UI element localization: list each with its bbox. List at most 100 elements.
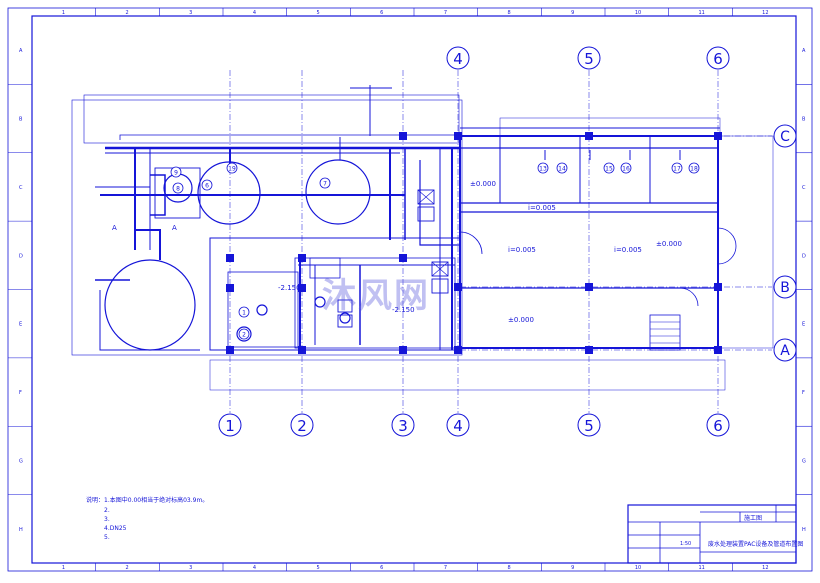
filter-x2: [417, 189, 435, 205]
border-col-label: 3: [189, 10, 192, 16]
equipment-tag: [537, 162, 549, 174]
filter-6: [337, 314, 353, 328]
equipment-tag: [603, 162, 615, 174]
column: [454, 346, 462, 354]
title-block-frame: [627, 504, 797, 564]
level-pit-1: -2.150: [278, 284, 301, 292]
column: [226, 254, 234, 262]
border-row-label: D: [802, 253, 806, 259]
column: [399, 254, 407, 262]
border-col-label: 6: [380, 10, 383, 16]
border-col-label: 7: [444, 565, 447, 571]
general-notes: 说明：1.本图中0.00相当于绝对标高03.9m。 2. 3. 4.DN25 5…: [86, 496, 208, 541]
pump-15: [339, 312, 351, 324]
equipment-tag: [172, 182, 184, 194]
border-col-label: 11: [699, 10, 705, 16]
branch-8: [544, 150, 681, 160]
axis-label-top-6: 6: [713, 50, 723, 68]
equipment-tag: [671, 162, 683, 174]
structural-columns: [226, 132, 722, 354]
door-swing-3: [679, 287, 699, 307]
tb-scale: 1:50: [680, 541, 691, 547]
door-swing-2: [717, 245, 737, 265]
border-row-label: G: [19, 458, 23, 464]
border-col-label: 3: [189, 565, 192, 571]
border-row-label: E: [802, 322, 805, 328]
border-col-label: 6: [380, 565, 383, 571]
border-col-label: 12: [762, 10, 768, 16]
border-row-label: B: [802, 117, 806, 123]
axis-label-top-5: 5: [584, 50, 594, 68]
door-swing-1: [717, 227, 737, 247]
equipment-tag: [226, 162, 238, 174]
axis-bubble-bottom-2: [290, 413, 314, 437]
axis-label-bottom-1: 1: [225, 417, 235, 435]
column: [585, 132, 593, 140]
equipment-tag-label: 9: [174, 170, 178, 177]
door-swing-4: [459, 231, 483, 255]
pump-13: [256, 304, 268, 316]
level-middle: ±0.000: [656, 240, 682, 248]
border-col-label: 2: [126, 10, 129, 16]
pump-room: [294, 257, 456, 349]
level-south: ±0.000: [508, 316, 534, 324]
border-row-label: B: [19, 117, 23, 123]
note-3: 3.: [104, 516, 110, 523]
equipment-tag-label: 6: [205, 183, 209, 190]
column: [714, 346, 722, 354]
column: [585, 346, 593, 354]
equipment-tag: [201, 179, 213, 191]
equipment-tag-label: 8: [176, 186, 180, 193]
border-row-label: C: [802, 185, 806, 191]
note-5: 5.: [104, 534, 110, 541]
apron: [209, 359, 726, 391]
title-block-text: 施工图 废水处理装置PAC设备及管道布置图 1:50: [680, 514, 803, 548]
notes-heading: 说明：1.本图中0.00相当于绝对标高03.9m。: [86, 496, 208, 504]
axis-label-bottom-5: 5: [584, 417, 594, 435]
east-strip: [717, 135, 774, 349]
equipment-tag: [688, 162, 700, 174]
axis-bubble-bottom-1: [218, 413, 242, 437]
border-row-label: F: [19, 390, 22, 396]
border-col-label: 9: [571, 565, 574, 571]
building-walls: [71, 85, 774, 391]
border-col-label: 10: [635, 565, 641, 571]
pit-inner: [227, 271, 299, 348]
equipment-tag-label: 17: [673, 166, 681, 173]
stair-1: [649, 314, 681, 351]
axis-bubble-bottom-5: [577, 413, 601, 437]
border-col-label: 9: [571, 10, 574, 16]
border-col-label: 11: [699, 565, 705, 571]
piping: [95, 127, 720, 351]
level-pit-2: -2.150: [392, 306, 415, 314]
axis-label-A: A: [780, 343, 790, 359]
border-row-label: A: [19, 48, 23, 54]
branch-5: [419, 160, 460, 246]
axis-label-bottom-6: 6: [713, 417, 723, 435]
slope-label-2: i=0.005: [508, 246, 536, 254]
annotations: -2.150 -2.150 ±0.000 ±0.000 ±0.000 i=0.0…: [112, 180, 682, 324]
border-col-label: 12: [762, 565, 768, 571]
axis-label-bottom-2: 2: [297, 417, 307, 435]
lower-pit-area: [209, 237, 461, 351]
column: [714, 283, 722, 291]
border-col-label: 7: [444, 10, 447, 16]
equipment-tag: [319, 177, 331, 189]
filter-5: [337, 299, 353, 313]
note-4: 4.DN25: [104, 525, 127, 532]
equipment-tag-label: 16: [622, 166, 630, 173]
loop-3: [99, 290, 200, 351]
detail-mark-a2: A: [172, 224, 177, 232]
tank-7: [305, 159, 371, 225]
border-row-label: H: [802, 527, 806, 533]
equipment-tag: [556, 162, 568, 174]
column: [226, 284, 234, 292]
equipment-tag: [238, 328, 250, 340]
slope-label-1: i=0.005: [528, 204, 556, 212]
border-row-label: H: [19, 527, 23, 533]
column: [454, 132, 462, 140]
